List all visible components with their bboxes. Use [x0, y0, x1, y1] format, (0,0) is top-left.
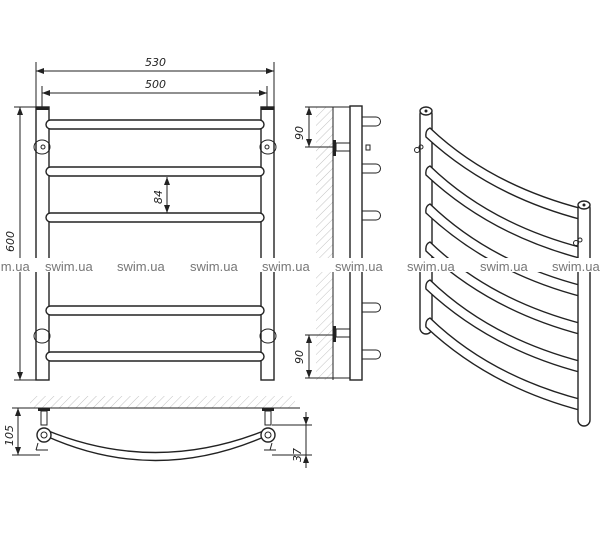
watermark: swim.ua — [407, 259, 455, 274]
mount-brackets — [33, 139, 277, 344]
dimension-rail-spacing: 84 — [152, 190, 165, 204]
perspective-right-post — [577, 201, 591, 427]
watermark: swim.ua — [335, 259, 383, 274]
side-rail-ends — [362, 116, 381, 360]
dimension-height: 600 — [4, 231, 17, 252]
side-view: 90 90 — [293, 105, 381, 381]
dimension-wall-depth: 105 — [3, 425, 16, 446]
wall-hatch-top — [30, 396, 295, 408]
front-rails — [45, 119, 265, 362]
perspective-left-post — [419, 107, 433, 335]
watermark: swim.ua — [190, 259, 238, 274]
watermark: swim.ua — [552, 259, 600, 274]
right-post — [260, 106, 275, 381]
top-view: 105 37 — [3, 396, 312, 468]
curved-rail-top — [45, 428, 267, 462]
watermark: swim.ua — [0, 259, 30, 274]
watermark: swim.ua — [45, 259, 93, 274]
left-post — [35, 106, 50, 381]
side-post — [349, 105, 363, 381]
watermark-row: swim.ua swim.ua swim.ua swim.ua swim.ua … — [0, 258, 600, 274]
watermark: swim.ua — [262, 259, 310, 274]
watermark: swim.ua — [480, 259, 528, 274]
wall-hatch — [316, 107, 333, 380]
side-brackets — [333, 140, 371, 342]
perspective-rails — [425, 127, 584, 412]
dimension-curve-depth: 37 — [291, 448, 304, 462]
dimension-bracket-top: 90 — [293, 126, 306, 140]
front-view: 530 500 600 84 — [4, 56, 277, 381]
dimension-bracket-bottom: 90 — [293, 350, 306, 364]
dimension-overall-width: 530 — [145, 56, 166, 69]
dimension-rail-width: 500 — [145, 78, 166, 91]
watermark: swim.ua — [117, 259, 165, 274]
